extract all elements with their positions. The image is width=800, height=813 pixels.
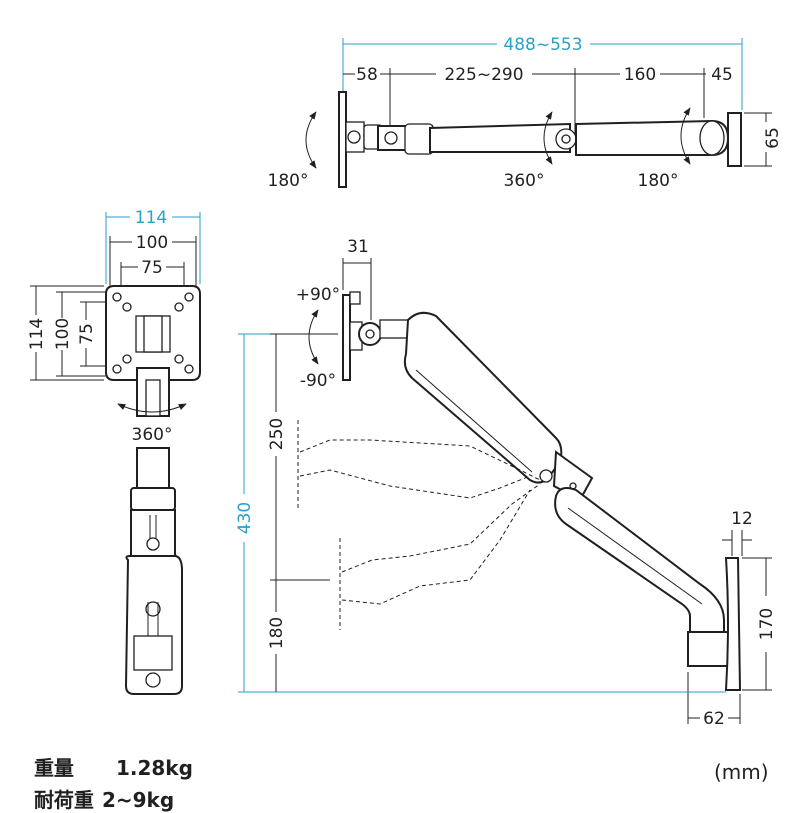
top-rot-base: 180° — [638, 171, 679, 191]
tilt-arrow — [308, 309, 319, 365]
front-height-mid: 100 — [53, 318, 73, 350]
side-plate-height: 170 — [757, 608, 777, 640]
side-view: 31 +90° -90° 12 — [235, 237, 777, 729]
side-lower-range: 180 — [267, 617, 287, 649]
side-tilt-down: -90° — [300, 371, 336, 391]
unit-label: (mm) — [714, 760, 769, 784]
top-seg1-dim: 58 — [356, 65, 378, 85]
spec-weight-label: 重量 — [33, 756, 74, 780]
spec-load-label: 耐荷重 — [33, 788, 94, 812]
head-rotation-arrow — [305, 111, 317, 169]
top-total-dim: 488~553 — [503, 35, 582, 55]
top-seg4-dim: 45 — [711, 65, 733, 85]
front-width-mid: 100 — [136, 233, 168, 253]
upper-arm — [403, 311, 563, 484]
side-head-depth: 31 — [347, 237, 369, 257]
mid-rotation-arrow — [543, 111, 553, 165]
front-width-inner: 75 — [141, 258, 163, 278]
front-rotation: 360° — [132, 425, 173, 445]
side-upper-range: 250 — [267, 418, 287, 450]
side-plate-thickness: 12 — [731, 509, 753, 529]
front-view: 114 100 75 114 100 75 — [27, 208, 201, 695]
top-seg3-dim: 160 — [624, 65, 656, 85]
ghost-positions — [297, 420, 541, 630]
front-height-outer: 114 — [27, 318, 47, 350]
spec-load-value: 2~9kg — [101, 788, 175, 812]
spec-load: 耐荷重 2~9kg — [20, 760, 174, 813]
top-view: 488~553 58 225~290 160 45 — [268, 35, 783, 191]
top-height-dim: 65 — [763, 127, 783, 149]
top-seg2-dim: 225~290 — [444, 65, 523, 85]
side-tilt-up: +90° — [296, 285, 340, 305]
front-rotation-arrow — [117, 403, 187, 413]
side-base-depth: 62 — [703, 709, 725, 729]
front-width-outer: 114 — [135, 208, 167, 228]
top-rot-mid: 360° — [504, 171, 545, 191]
spec-weight: 重量 1.28kg — [20, 728, 193, 781]
front-height-inner: 75 — [77, 323, 97, 345]
lower-arm — [554, 487, 725, 633]
top-rot-head: 180° — [268, 171, 309, 191]
side-total-height: 430 — [235, 502, 255, 534]
base-rotation-arrow — [680, 107, 691, 165]
spec-weight-value: 1.28kg — [115, 756, 193, 780]
